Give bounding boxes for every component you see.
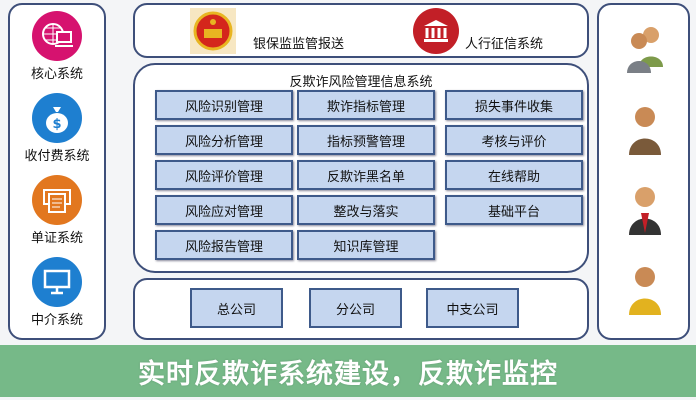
document-system-label: 单证系统: [30, 231, 83, 246]
module-risk-response[interactable]: 风险应对管理: [155, 195, 293, 225]
pboc-credit-label: 人行征信系统: [465, 37, 544, 52]
module-online-help[interactable]: 在线帮助: [445, 160, 583, 190]
module-base-platform[interactable]: 基础平台: [445, 195, 583, 225]
external-systems-panel: 核心系统 $ 收付费系统 单证系统 中介系统: [8, 3, 106, 340]
agent-system-label: 中介系统: [30, 313, 83, 328]
svg-text:$: $: [52, 117, 61, 132]
users-group-icon: [627, 27, 663, 73]
module-fraud-indicator[interactable]: 欺诈指标管理: [297, 90, 435, 120]
headline-text: 实时反欺诈系统建设，反欺诈监控: [138, 358, 558, 390]
module-risk-report[interactable]: 风险报告管理: [155, 230, 293, 260]
business-user-icon: [629, 187, 661, 235]
user-yellow-icon: [629, 267, 661, 315]
national-emblem-icon: [190, 8, 236, 54]
cbirc-report-label: 银保监监管报送: [253, 37, 345, 52]
globe-computer-icon: [32, 11, 82, 61]
bank-icon: [413, 8, 459, 54]
money-bag-icon: $: [32, 93, 82, 143]
regulatory-panel: 银保监监管报送 人行征信系统: [133, 3, 589, 58]
headline-banner: 实时反欺诈系统建设，反欺诈监控: [0, 345, 696, 397]
user-icon: [629, 107, 661, 155]
module-risk-analysis[interactable]: 风险分析管理: [155, 125, 293, 155]
users-panel: [597, 3, 690, 340]
module-assessment[interactable]: 考核与评价: [445, 125, 583, 155]
head-office-box[interactable]: 总公司: [190, 288, 283, 328]
module-rectification[interactable]: 整改与落实: [297, 195, 435, 225]
document-printer-icon: [32, 175, 82, 225]
module-risk-evaluation[interactable]: 风险评价管理: [155, 160, 293, 190]
module-blacklist[interactable]: 反欺诈黑名单: [297, 160, 435, 190]
branch-office-box[interactable]: 分公司: [309, 288, 402, 328]
sub-branch-box[interactable]: 中支公司: [426, 288, 519, 328]
monitor-icon: [32, 257, 82, 307]
module-loss-events[interactable]: 损失事件收集: [445, 90, 583, 120]
module-indicator-warning[interactable]: 指标预警管理: [297, 125, 435, 155]
module-risk-identification[interactable]: 风险识别管理: [155, 90, 293, 120]
fee-system-label: 收付费系统: [24, 149, 90, 164]
system-title: 反欺诈风险管理信息系统: [289, 75, 433, 90]
module-knowledge-base[interactable]: 知识库管理: [297, 230, 435, 260]
core-system-label: 核心系统: [30, 67, 83, 82]
